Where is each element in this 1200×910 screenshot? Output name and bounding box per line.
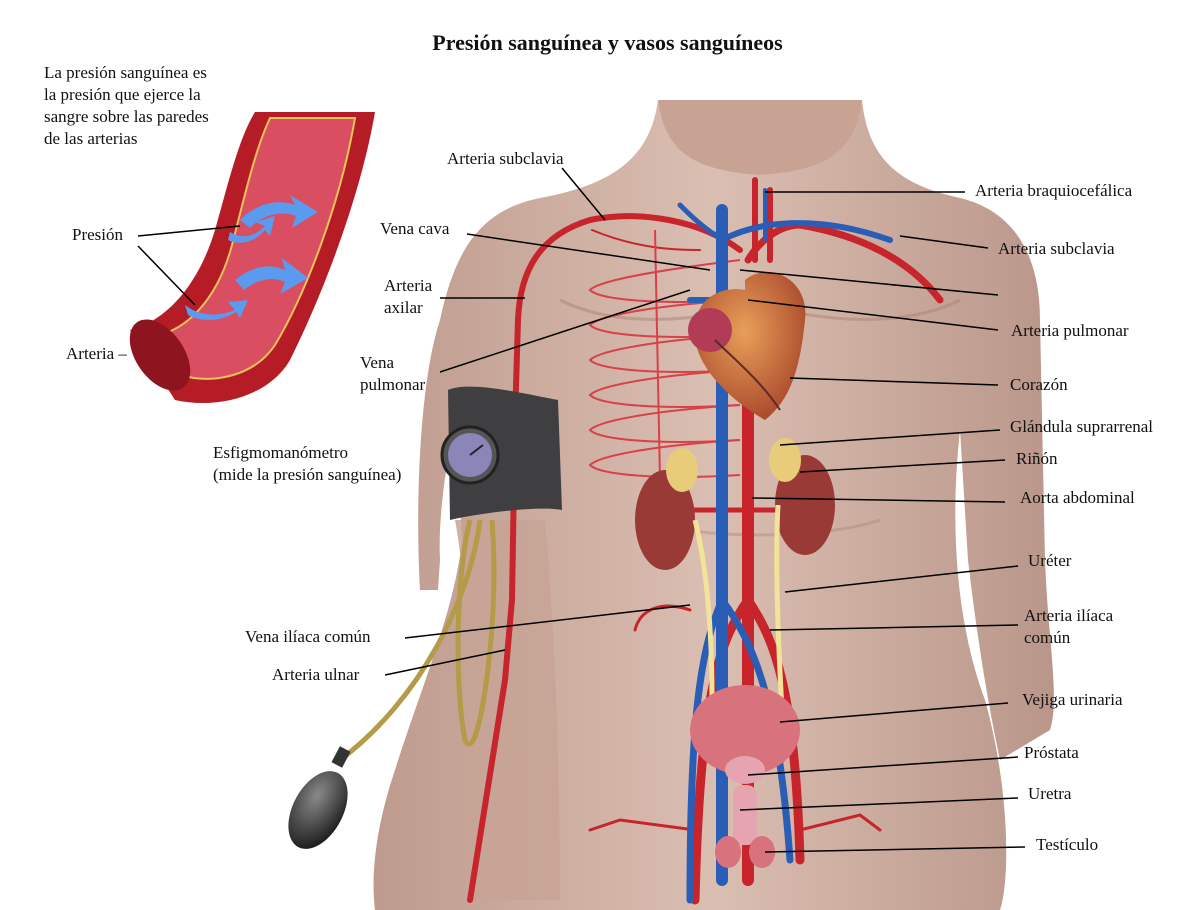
sphygmomanometer xyxy=(288,386,562,849)
label-vena-cava: Vena cava xyxy=(380,219,450,238)
label-vejiga-urinaria: Vejiga urinaria xyxy=(1022,690,1123,709)
label-prostata: Próstata xyxy=(1024,743,1079,762)
label-arteria-axilar: Arteria axilar xyxy=(384,276,433,317)
label-glandula-suprarrenal: Glándula suprarrenal xyxy=(1010,417,1154,436)
label-arteria-iliaca-comun: Arteria ilíaca común xyxy=(1024,606,1114,647)
label-presion: Presión xyxy=(72,225,123,244)
label-rinon: Riñón xyxy=(1016,449,1058,468)
label-vena-pulmonar: Vena pulmonar xyxy=(360,353,426,394)
label-arteria-pulmonar: Arteria pulmonar xyxy=(1011,321,1129,340)
label-arteria: Arteria – xyxy=(66,344,127,363)
diagram-title: Presión sanguínea y vasos sanguíneos xyxy=(432,30,783,55)
label-ureter: Uréter xyxy=(1028,551,1072,570)
label-testiculo: Testículo xyxy=(1036,835,1099,854)
label-vena-iliaca-comun: Vena ilíaca común xyxy=(245,627,371,646)
heart xyxy=(688,272,806,420)
arm xyxy=(455,520,560,900)
label-corazon: Corazón xyxy=(1010,375,1068,394)
leader-lines xyxy=(137,167,1026,853)
label-arteria-ulnar: Arteria ulnar xyxy=(272,665,360,684)
label-esfigmomanometro: Esfigmomanómetro (mide la presión sanguí… xyxy=(213,443,402,484)
label-arteria-subclavia-right: Arteria subclavia xyxy=(998,239,1115,258)
label-uretra: Uretra xyxy=(1028,784,1072,803)
pelvic-organs xyxy=(690,685,800,868)
label-arteria-braquiocefalica: Arteria braquiocefálica xyxy=(975,181,1133,200)
label-arteria-subclavia-left: Arteria subclavia xyxy=(447,149,564,168)
kidneys xyxy=(635,438,835,711)
intro-text: La presión sanguínea es la presión que e… xyxy=(44,63,209,148)
intercostal-arteries xyxy=(588,229,741,481)
artery-inset xyxy=(129,112,375,404)
label-aorta-abdominal: Aorta abdominal xyxy=(1020,488,1135,507)
